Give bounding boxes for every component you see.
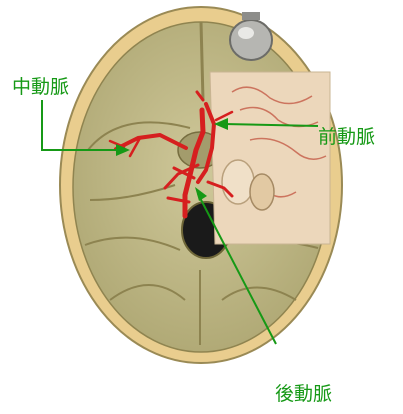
- brain-tissue-section: [210, 72, 330, 244]
- label-anterior-cerebral-artery: 前動脈: [318, 126, 375, 148]
- label-middle-cerebral-artery: 中動脈: [12, 76, 69, 98]
- frontal-crest: [201, 22, 203, 100]
- label-posterior-cerebral-artery: 後動脈: [275, 383, 332, 405]
